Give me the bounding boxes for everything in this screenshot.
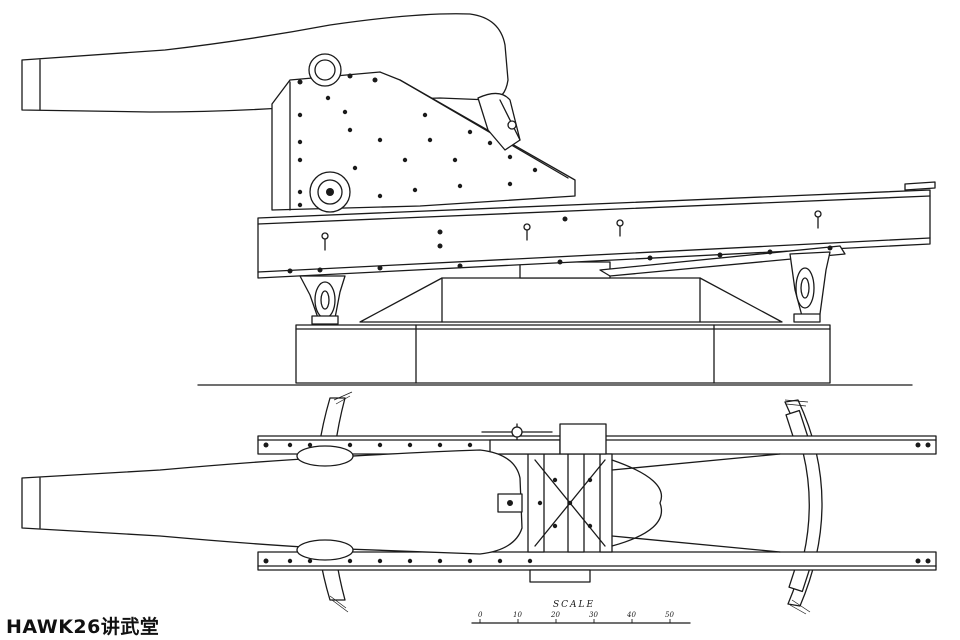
side-elevation-view	[21, 13, 936, 386]
scale-tick-10: 10	[513, 611, 522, 619]
gun-barrel-side	[21, 13, 509, 113]
carriage-cheek	[271, 53, 576, 213]
masonry-platform	[295, 324, 831, 384]
scale-title: SCALE	[553, 600, 595, 610]
eye-bolts	[321, 210, 822, 251]
plan-front-block	[529, 569, 591, 583]
front-wheel	[789, 251, 831, 323]
scale-tick-40: 40	[626, 611, 636, 619]
elevating-handwheel	[481, 423, 607, 455]
plan-cheek-bolts	[287, 442, 533, 564]
scale-tick-50: 50	[665, 611, 674, 619]
scale-tick-30: 30	[589, 611, 598, 619]
pivot-block	[359, 261, 783, 323]
chassis	[257, 181, 936, 279]
front-traverse-arc	[784, 399, 823, 615]
scale-tick-0: 0	[478, 611, 483, 619]
scale-tick-20: 20	[550, 611, 560, 619]
rear-wheel	[299, 275, 346, 325]
watermark: HAWK26讲武堂	[6, 616, 160, 638]
plan-cross-braces	[527, 453, 781, 553]
cheek-rivets	[297, 73, 538, 208]
scale-bar: SCALE 0 10 20 30 40 50	[471, 600, 691, 624]
gun-barrel-plan	[21, 445, 523, 561]
plan-view	[21, 391, 937, 615]
